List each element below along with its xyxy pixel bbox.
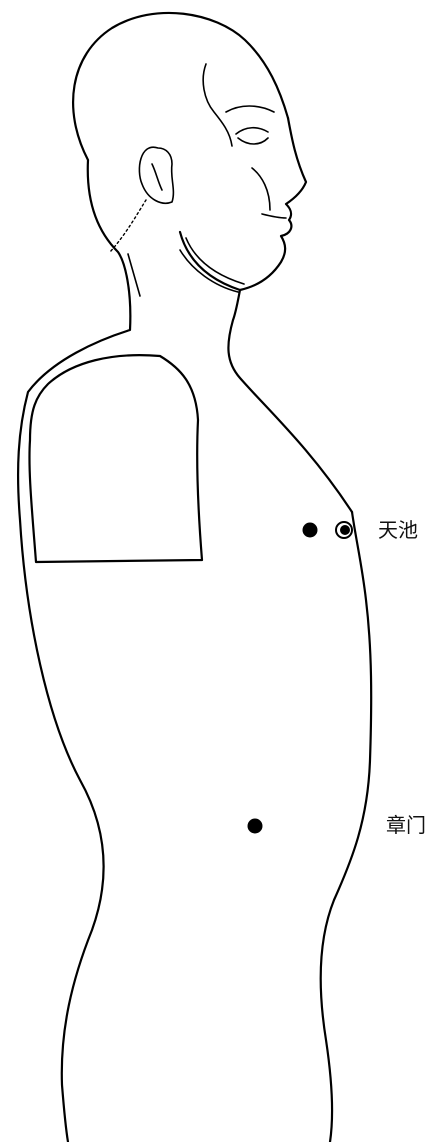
eyebrow <box>226 106 274 112</box>
mouth <box>262 214 286 218</box>
front-outline <box>321 512 371 1142</box>
hairline <box>203 64 232 146</box>
hair-edge-dotted <box>110 200 146 252</box>
zhangmen-acupoint-dot <box>248 819 263 834</box>
cheek-line <box>252 168 270 210</box>
arm-stump <box>29 355 202 562</box>
zhangmen-label: 章门 <box>386 813 426 837</box>
nipple-dot <box>340 525 350 535</box>
tianchi-acupoint-dot <box>303 523 318 538</box>
eye <box>236 128 268 144</box>
ear-icon <box>139 147 173 203</box>
jaw-neck-outline <box>180 232 352 512</box>
tianchi-label: 天池 <box>378 518 418 542</box>
back-outline <box>18 13 288 1142</box>
